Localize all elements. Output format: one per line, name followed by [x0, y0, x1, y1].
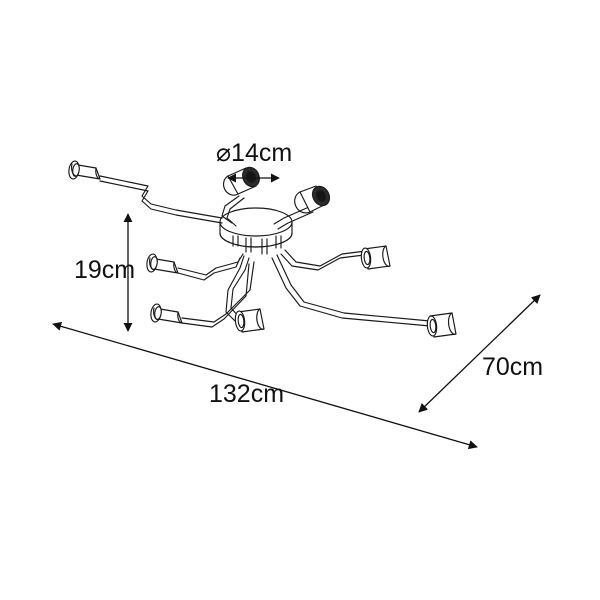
lamp-head-top-left: [68, 160, 101, 180]
lamp-head-mid-right: [360, 245, 391, 270]
depth-dimension-label: 70cm: [482, 353, 544, 381]
lamp-head-lower-left: [150, 303, 183, 324]
arm-far-right: [271, 254, 431, 327]
depth-arrow: [418, 294, 541, 413]
lamp-head-upper-right: [294, 185, 331, 214]
arm-upper-right: [273, 206, 314, 230]
height-dimension-label: 19cm: [74, 256, 136, 284]
ceiling-plate: [219, 207, 293, 248]
arm-mid-right: [280, 249, 367, 271]
lamp-head-lower-center: [234, 308, 265, 333]
lamp-head-top-center: [222, 166, 260, 196]
arm-lower-center: [225, 255, 250, 323]
lamp-head-far-right: [426, 312, 457, 338]
width-arrow: [52, 321, 478, 450]
arm-top-left: [99, 175, 223, 224]
lamp-head-mid-left: [146, 253, 179, 274]
drop-stems: [232, 235, 282, 255]
diameter-dimension-label: ⌀14cm: [216, 139, 293, 167]
fixture-body: [68, 160, 457, 338]
width-dimension-label: 132cm: [209, 380, 285, 408]
arm-top-center: [221, 195, 245, 227]
arm-mid-left: [177, 253, 244, 281]
